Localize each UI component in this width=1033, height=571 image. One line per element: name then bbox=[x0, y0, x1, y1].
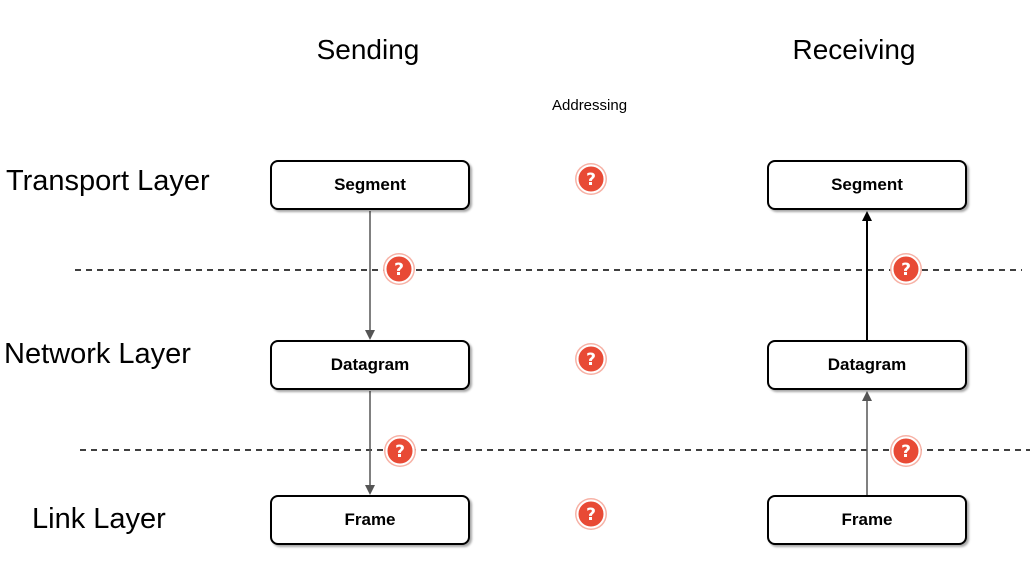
send-datagram-box: Datagram bbox=[270, 340, 470, 390]
question-icon[interactable]: ? bbox=[889, 252, 923, 286]
send-segment-to-datagram-arrowhead bbox=[365, 330, 375, 340]
send-frame-box: Frame bbox=[270, 495, 470, 545]
transport-layer-label: Transport Layer bbox=[6, 165, 210, 197]
send-datagram-to-frame-arrowhead bbox=[365, 485, 375, 495]
recv-segment-box: Segment bbox=[767, 160, 967, 210]
svg-text:?: ? bbox=[586, 170, 596, 190]
svg-text:?: ? bbox=[901, 260, 911, 280]
addressing-label: Addressing bbox=[552, 97, 628, 114]
question-icon[interactable]: ? bbox=[574, 497, 608, 531]
svg-text:?: ? bbox=[586, 350, 596, 370]
network-layer-label: Network Layer bbox=[4, 338, 191, 370]
recv-frame-to-datagram-arrowhead bbox=[862, 391, 872, 401]
recv-datagram-box: Datagram bbox=[767, 340, 967, 390]
send-segment-box: Segment bbox=[270, 160, 470, 210]
question-icon[interactable]: ? bbox=[574, 342, 608, 376]
sending-header: Sending bbox=[316, 34, 420, 65]
receiving-header: Receiving bbox=[792, 34, 916, 65]
question-icon[interactable]: ? bbox=[889, 434, 923, 468]
question-icon[interactable]: ? bbox=[383, 434, 417, 468]
svg-text:?: ? bbox=[395, 442, 405, 462]
svg-text:?: ? bbox=[394, 260, 404, 280]
svg-text:?: ? bbox=[901, 442, 911, 462]
link-layer-label: Link Layer bbox=[32, 503, 166, 535]
svg-text:?: ? bbox=[586, 505, 596, 525]
recv-datagram-to-segment-arrowhead bbox=[862, 211, 872, 221]
recv-frame-box: Frame bbox=[767, 495, 967, 545]
question-icon[interactable]: ? bbox=[574, 162, 608, 196]
question-icon[interactable]: ? bbox=[382, 252, 416, 286]
